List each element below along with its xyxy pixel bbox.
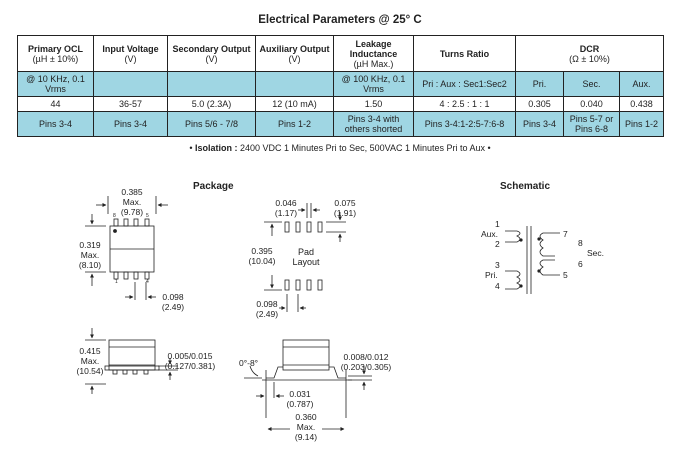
schematic-title: Schematic [500, 181, 551, 192]
header-secondary-output: Secondary Output(V) [167, 35, 256, 72]
table-cell: 0.040 [563, 96, 620, 112]
header-turns-ratio: Turns Ratio [413, 35, 516, 72]
table-cell: @ 10 KHz, 0.1 Vrms [17, 71, 94, 97]
schematic-pin-3: 3 [495, 260, 500, 270]
table-cell: Pri : Aux : Sec1:Sec2 [413, 71, 516, 97]
schematic-pri-label: Pri. [485, 270, 498, 280]
table-cell: Sec. [563, 71, 620, 97]
table-cell: Pins 1-2 [255, 111, 334, 137]
table-cell: 44 [17, 96, 94, 112]
page-title: Electrical Parameters @ 25° C [258, 14, 422, 26]
table-cell: Pins 3-4 with others shorted [333, 111, 414, 137]
table-row-values: 44 36-57 5.0 (2.3A) 12 (10 mA) 1.50 4 : … [17, 96, 665, 112]
schematic-diagram [505, 226, 560, 294]
electrical-parameters-table: Primary OCL(µH ± 10%) Input Voltage(V) S… [17, 35, 665, 137]
dim-lead-length: 0.031(0.787) [286, 389, 314, 409]
pin-label-1: 1 [115, 279, 118, 285]
package-end-view [244, 339, 372, 431]
schematic-pin-5: 5 [563, 270, 568, 280]
schematic-pin-8: 8 [578, 238, 583, 248]
schematic-pin-2: 2 [495, 239, 500, 249]
table-cell: Pins 1-2 [618, 111, 665, 137]
table-row-conditions: @ 10 KHz, 0.1 Vrms @ 100 KHz, 0.1 Vrms P… [17, 71, 665, 97]
table-cell: 0.438 [618, 96, 665, 112]
dim-pad-length: 0.075(1.91) [333, 198, 357, 218]
table-cell: 0.305 [515, 96, 564, 112]
table-header-row: Primary OCL(µH ± 10%) Input Voltage(V) S… [17, 35, 665, 72]
table-cell: Pins 3-4 [93, 111, 168, 137]
package-side-view [85, 328, 178, 394]
package-top-view [85, 196, 168, 300]
table-cell: Pins 3-4 [515, 111, 564, 137]
schematic-pin-7: 7 [563, 229, 568, 239]
table-cell: Pins 3-4 [17, 111, 94, 137]
table-cell: Pri. [515, 71, 564, 97]
table-cell: Pins 5-7 or Pins 6-8 [563, 111, 620, 137]
dim-pitch: 0.098(2.49) [161, 292, 185, 312]
schematic-pin-6: 6 [578, 259, 583, 269]
dim-pad-span: 0.395(10.04) [248, 246, 276, 266]
schematic-aux-label: Aux. [481, 229, 499, 239]
dim-lead-t2: 0.008/0.012(0.203/0.305) [340, 352, 392, 372]
isolation-note: • Isolation : 2400 VDC 1 Minutes Pri to … [189, 143, 491, 153]
dim-pad-width: 0.046(1.17) [274, 198, 298, 218]
header-dcr: DCR(Ω ± 10%) [514, 35, 665, 72]
pin-label-5: 5 [146, 213, 149, 219]
schematic-dots [519, 237, 541, 288]
schematic-sec-label: Sec. [587, 248, 605, 258]
header-leakage-inductance: Leakage Inductance(µH Max.) [333, 35, 414, 72]
dim-pad-pitch: 0.098(2.49) [255, 299, 279, 319]
table-cell [93, 71, 168, 97]
table-cell: @ 100 KHz, 0.1 Vrms [333, 71, 414, 97]
header-auxiliary-output: Auxiliary Output(V) [255, 35, 334, 72]
table-cell: Pins 5/6 - 7/8 [167, 111, 256, 137]
table-row-pins: Pins 3-4 Pins 3-4 Pins 5/6 - 7/8 Pins 1-… [17, 111, 665, 137]
package-title: Package [193, 181, 234, 192]
pad-layout [264, 203, 346, 312]
pin-label-4: 4 [146, 279, 149, 285]
pin-label-8: 8 [113, 213, 116, 219]
dim-lead-thickness: 0.005/0.015(0.127/0.381) [164, 351, 216, 371]
schematic-pin-4: 4 [495, 281, 500, 291]
schematic-pin-1: 1 [495, 219, 500, 229]
dim-angle: 0°-8° [239, 358, 259, 368]
